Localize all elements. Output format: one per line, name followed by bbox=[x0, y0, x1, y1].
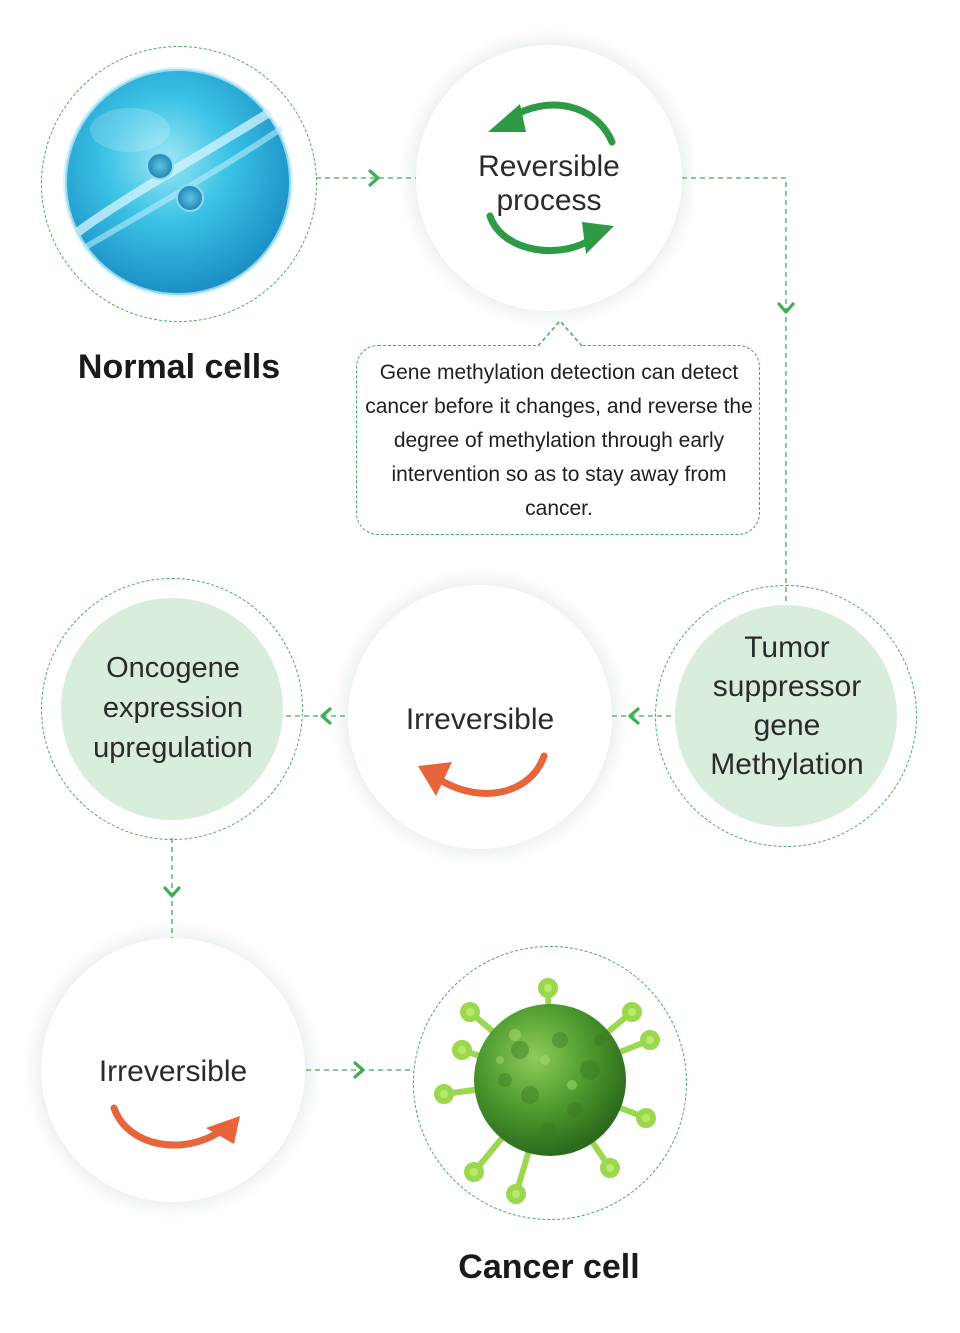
oncogene-ring bbox=[41, 578, 303, 840]
cancer-cell-ring bbox=[413, 946, 687, 1220]
chevron-down-icon bbox=[777, 302, 795, 314]
irreversible-circle-1 bbox=[348, 585, 612, 849]
tumor-suppressor-label: Tumor suppressor gene Methylation bbox=[676, 628, 898, 784]
tumor-line-1: Tumor bbox=[744, 631, 830, 664]
oncogene-line-2: expression bbox=[102, 692, 244, 724]
irreversible-circle-2 bbox=[41, 938, 305, 1202]
chevron-right-icon bbox=[353, 1061, 365, 1079]
irreversible-label-1: Irreversible bbox=[405, 703, 555, 736]
tumor-suppressor-fill bbox=[675, 605, 897, 827]
normal-cell-ring bbox=[41, 46, 317, 322]
tumor-line-3: gene bbox=[753, 709, 821, 742]
note-callout-box bbox=[356, 345, 760, 535]
cancer-cell-label: Cancer cell bbox=[458, 1248, 640, 1286]
tumor-line-4: Methylation bbox=[710, 748, 864, 781]
tumor-suppressor-ring bbox=[655, 585, 917, 847]
chevron-left-icon bbox=[628, 707, 640, 725]
reversible-line-1: Reversible bbox=[478, 150, 620, 183]
reversible-process-circle bbox=[416, 45, 682, 311]
chevron-down-icon bbox=[163, 886, 181, 898]
normal-cells-label: Normal cells bbox=[77, 348, 281, 386]
reversible-line-2: process bbox=[496, 184, 602, 217]
note-text: Gene methylation detection can detect ca… bbox=[365, 361, 753, 520]
callout-notch bbox=[538, 320, 582, 347]
reversible-process-label: Reversible process bbox=[436, 150, 662, 218]
oncogene-line-3: upregulation bbox=[93, 732, 253, 764]
irreversible-label-2: Irreversible bbox=[98, 1055, 248, 1088]
chevron-right-icon bbox=[368, 169, 380, 187]
oncogene-line-1: Oncogene bbox=[106, 652, 240, 684]
chevron-left-icon bbox=[320, 707, 332, 725]
oncogene-label: Oncogene expression upregulation bbox=[62, 648, 284, 768]
oncogene-fill bbox=[61, 598, 283, 820]
tumor-line-2: suppressor bbox=[712, 670, 862, 703]
